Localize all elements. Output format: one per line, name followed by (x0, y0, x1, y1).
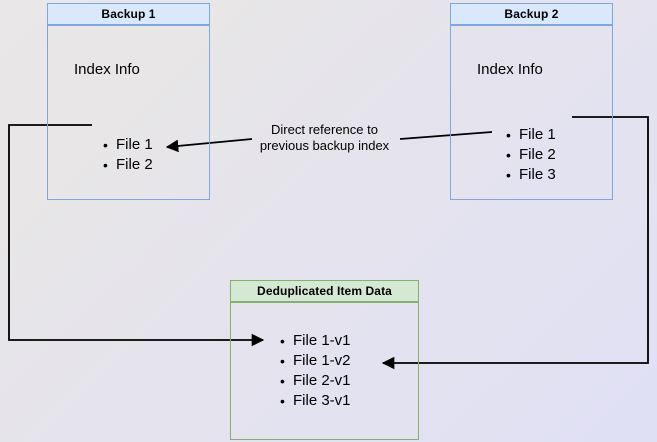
backup-2-index-label: Index Info (477, 61, 543, 78)
dedup-file-list: File 1-v1 File 1-v2 File 2-v1 File 3-v1 (277, 331, 350, 411)
deduplicated-item-data-box[interactable]: Deduplicated Item Data File 1-v1 File 1-… (230, 280, 419, 440)
list-item: File 2 (103, 155, 153, 175)
backup-2-box[interactable]: Backup 2 Index Info File 1 File 2 File 3 (450, 3, 613, 200)
backup-1-file-list: File 1 File 2 (100, 135, 153, 175)
list-item: File 1-v1 (280, 331, 350, 351)
backup-1-index-label: Index Info (74, 61, 140, 78)
backup-1-body: Index Info File 1 File 2 (47, 25, 210, 200)
backup-1-box[interactable]: Backup 1 Index Info File 1 File 2 (47, 3, 210, 200)
list-item: File 1 (103, 135, 153, 155)
list-item: File 1 (506, 125, 556, 145)
backup-2-title: Backup 2 (450, 3, 613, 25)
deduplicated-item-data-title: Deduplicated Item Data (230, 280, 419, 302)
list-item: File 3 (506, 165, 556, 185)
list-item: File 2 (506, 145, 556, 165)
backup-2-body: Index Info File 1 File 2 File 3 (450, 25, 613, 200)
direct-reference-annotation: Direct reference to previous backup inde… (259, 122, 390, 153)
backup-2-file-list: File 1 File 2 File 3 (503, 125, 556, 185)
deduplicated-item-data-body: File 1-v1 File 1-v2 File 2-v1 File 3-v1 (230, 302, 419, 440)
list-item: File 2-v1 (280, 371, 350, 391)
backup-1-title: Backup 1 (47, 3, 210, 25)
list-item: File 3-v1 (280, 391, 350, 411)
list-item: File 1-v2 (280, 351, 350, 371)
